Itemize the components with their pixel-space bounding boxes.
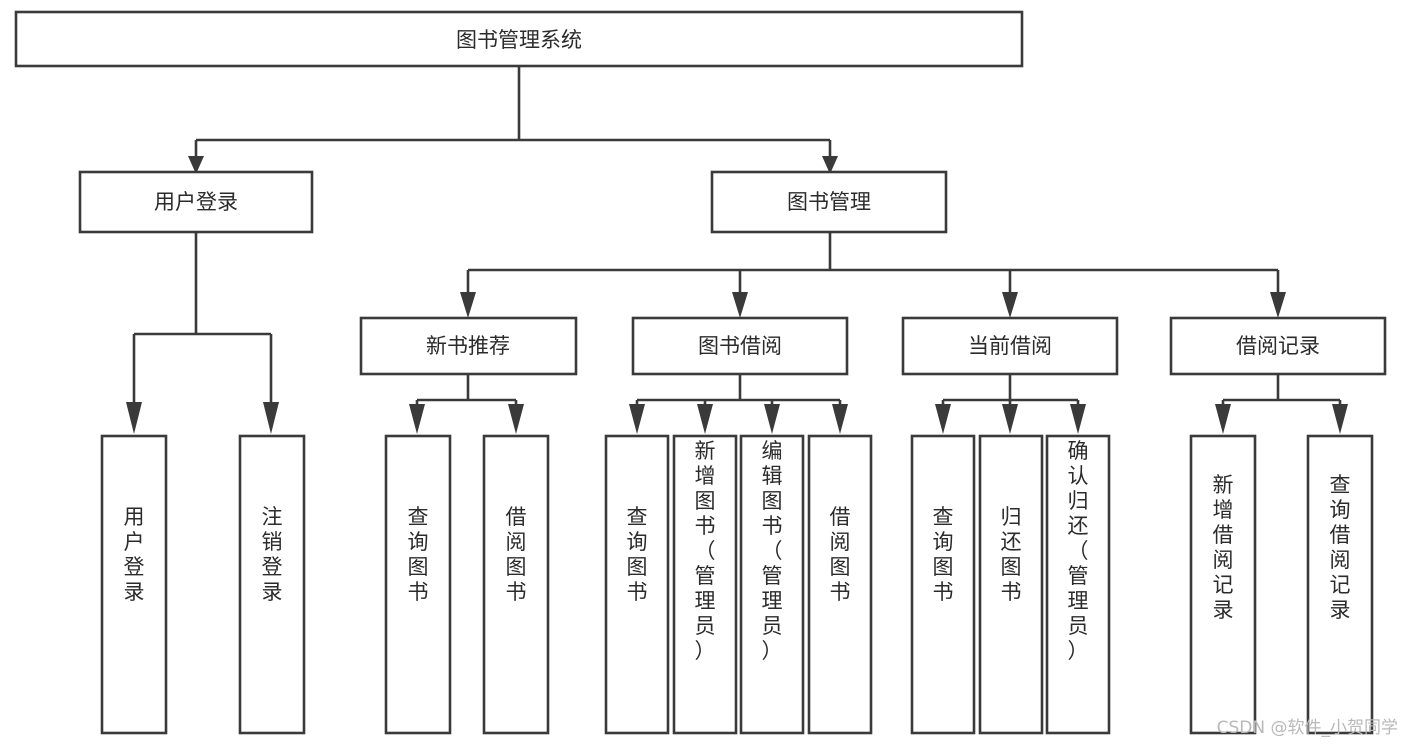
arrow-current-borrow-leaf-1	[935, 404, 951, 434]
leaf-borrow-book-label: 借阅图书	[830, 505, 851, 604]
leaf-borrow-book[interactable]: 借阅图书	[807, 434, 873, 735]
leaf-query-borrow-record-label: 查询借阅记录	[1330, 473, 1351, 622]
arrow-user-login-leaf-1	[126, 402, 142, 434]
arrow-book-borrow-leaf-3	[764, 404, 780, 434]
arrow-book-borrow-leaf-1	[629, 404, 645, 434]
node-current-borrow-box[interactable]	[901, 316, 1119, 376]
leaf-add-borrow-record-box[interactable]	[1189, 434, 1257, 735]
arrow-borrow-record-leaf-2	[1332, 404, 1348, 434]
leaf-add-book-label: 新增图书（管理员）	[695, 439, 716, 663]
arrow-book-borrow-leaf-2	[697, 404, 713, 434]
leaf-query-book-recommend-box[interactable]	[384, 434, 452, 735]
node-book-management-label: 图书管理	[787, 190, 871, 214]
leaf-confirm-return-box[interactable]	[1045, 434, 1111, 735]
csdn-watermark: CSDN @软件_小贺同学	[1217, 718, 1398, 738]
arrow-current-borrow-leaf-3	[1070, 404, 1086, 434]
node-root-box[interactable]	[14, 10, 1024, 68]
arrow-borrow-record-leaf-1	[1215, 404, 1231, 434]
node-borrow-record[interactable]: 借阅记录	[1169, 316, 1387, 376]
node-borrow-record-label: 借阅记录	[1236, 334, 1320, 358]
node-book-management[interactable]: 图书管理	[710, 170, 948, 234]
leaf-query-borrow-record-box[interactable]	[1306, 434, 1374, 735]
leaf-borrow-book-recommend-box[interactable]	[482, 434, 550, 735]
arrow-user-login-leaf-2	[263, 402, 279, 434]
node-new-book-recommend-box[interactable]	[359, 316, 578, 376]
leaf-logout-box[interactable]	[238, 434, 306, 735]
node-root-label: 图书管理系统	[456, 28, 582, 52]
leaf-edit-book-label: 编辑图书（管理员）	[762, 439, 783, 663]
leaf-logout[interactable]: 注销登录	[238, 434, 306, 735]
leaf-user-login-box[interactable]	[100, 434, 168, 735]
leaf-query-book-recommend[interactable]: 查询图书	[384, 434, 452, 735]
leaf-add-book-box[interactable]	[672, 434, 738, 735]
node-user-login-box[interactable]	[78, 170, 314, 234]
arrow-new-book-leaf-1	[409, 404, 425, 434]
leaf-query-book-recommend-label: 查询图书	[408, 505, 429, 604]
leaf-query-book-current-label: 查询图书	[933, 505, 954, 604]
node-book-borrow-label: 图书借阅	[698, 334, 782, 358]
node-book-management-box[interactable]	[710, 170, 948, 234]
node-book-borrow-box[interactable]	[631, 316, 849, 376]
leaf-borrow-book-recommend[interactable]: 借阅图书	[482, 434, 550, 735]
leaf-return-book[interactable]: 归还图书	[978, 434, 1044, 735]
leaf-query-borrow-record[interactable]: 查询借阅记录	[1306, 434, 1374, 735]
leaf-query-book-borrow-box[interactable]	[604, 434, 670, 735]
connector-layer	[126, 66, 1348, 434]
arrow-root-to-user-login	[188, 156, 204, 174]
leaf-confirm-return[interactable]: 确认归还（管理员）	[1045, 434, 1111, 735]
node-user-login-label: 用户登录	[154, 190, 238, 214]
leaf-query-book-borrow[interactable]: 查询图书	[604, 434, 670, 735]
leaf-borrow-book-recommend-label: 借阅图书	[506, 505, 527, 604]
leaf-borrow-book-box[interactable]	[807, 434, 873, 735]
leaf-query-book-borrow-label: 查询图书	[627, 505, 648, 604]
leaf-query-book-current[interactable]: 查询图书	[910, 434, 976, 735]
arrow-to-new-book-recommend	[460, 292, 476, 318]
arrow-book-borrow-leaf-4	[832, 404, 848, 434]
node-root[interactable]: 图书管理系统	[14, 10, 1024, 68]
leaf-user-login-label: 用户登录	[124, 505, 145, 604]
arrow-to-book-borrow	[732, 292, 748, 318]
leaf-add-book[interactable]: 新增图书（管理员）	[672, 434, 738, 735]
leaf-query-book-current-box[interactable]	[910, 434, 976, 735]
arrow-to-borrow-record	[1270, 292, 1286, 318]
arrow-root-to-book-mgmt	[822, 156, 838, 174]
node-current-borrow[interactable]: 当前借阅	[901, 316, 1119, 376]
node-book-borrow[interactable]: 图书借阅	[631, 316, 849, 376]
node-borrow-record-box[interactable]	[1169, 316, 1387, 376]
arrow-to-current-borrow	[1002, 292, 1018, 318]
leaf-edit-book[interactable]: 编辑图书（管理员）	[739, 434, 805, 735]
node-user-login[interactable]: 用户登录	[78, 170, 314, 234]
leaf-edit-book-box[interactable]	[739, 434, 805, 735]
leaf-user-login[interactable]: 用户登录	[100, 434, 168, 735]
leaf-return-book-box[interactable]	[978, 434, 1044, 735]
leaf-add-borrow-record-label: 新增借阅记录	[1213, 473, 1234, 622]
node-new-book-recommend-label: 新书推荐	[426, 334, 510, 358]
node-current-borrow-label: 当前借阅	[968, 334, 1052, 358]
node-new-book-recommend[interactable]: 新书推荐	[359, 316, 578, 376]
arrow-current-borrow-leaf-2	[1002, 404, 1018, 434]
leaf-return-book-label: 归还图书	[1001, 505, 1022, 604]
leaf-add-borrow-record[interactable]: 新增借阅记录	[1189, 434, 1257, 735]
leaf-confirm-return-label: 确认归还（管理员）	[1068, 439, 1089, 663]
leaf-logout-label: 注销登录	[262, 505, 283, 604]
arrow-new-book-leaf-2	[508, 404, 524, 434]
